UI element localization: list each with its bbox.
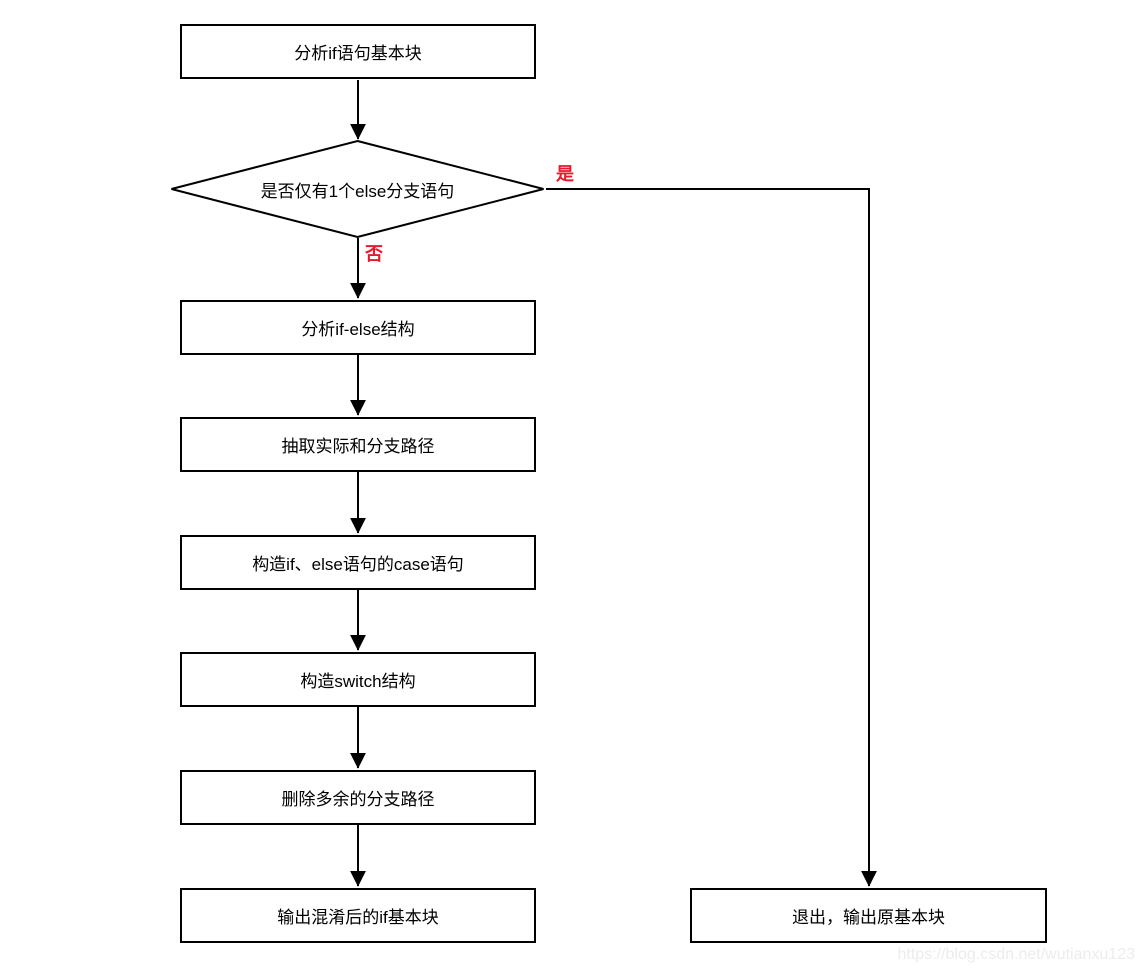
flow-node-delete-redundant-paths: 删除多余的分支路径: [180, 770, 536, 825]
flow-node-exit-original-block: 退出，输出原基本块: [690, 888, 1047, 943]
decision-diamond-shape: [171, 139, 544, 239]
flow-node-output-obfuscated-block: 输出混淆后的if基本块: [180, 888, 536, 943]
branch-label-no: 否: [365, 244, 383, 264]
flow-node-decision-single-else: 是否仅有1个else分支语句: [170, 139, 545, 239]
flow-node-construct-case: 构造if、else语句的case语句: [180, 535, 536, 590]
flow-node-extract-branch-paths: 抽取实际和分支路径: [180, 417, 536, 472]
edge-decision-yes-to-exit: [546, 188, 877, 887]
flow-node-analyze-if-block: 分析if语句基本块: [180, 24, 536, 79]
flow-node-construct-switch: 构造switch结构: [180, 652, 536, 707]
branch-label-yes: 是: [556, 164, 574, 184]
flow-node-analyze-if-else: 分析if-else结构: [180, 300, 536, 355]
csdn-watermark: https://blog.csdn.net/wutianxu123: [897, 946, 1136, 963]
decision-label: 是否仅有1个else分支语句: [260, 181, 455, 201]
